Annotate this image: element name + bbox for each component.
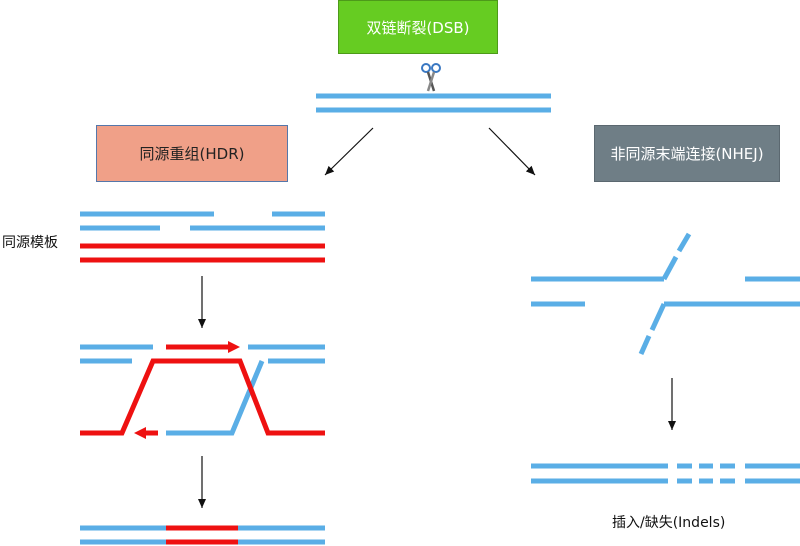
indels-label: 插入/缺失(Indels) bbox=[612, 515, 726, 531]
nhej-box: 非同源末端连接(NHEJ) bbox=[594, 125, 780, 182]
scissors-icon bbox=[421, 63, 441, 92]
hdr-invasion-red bbox=[80, 344, 325, 436]
hdr-box: 同源重组(HDR) bbox=[96, 125, 288, 182]
synthesis-arrowhead-right bbox=[228, 341, 240, 353]
hdr-repaired-duplex bbox=[80, 525, 325, 545]
dsb-label: 双链断裂(DSB) bbox=[366, 18, 470, 37]
nhej-broken-ends bbox=[531, 232, 800, 356]
nhej-label: 非同源末端连接(NHEJ) bbox=[610, 145, 764, 163]
dsb-box: 双链断裂(DSB) bbox=[338, 0, 498, 54]
homologous-template bbox=[80, 243, 325, 263]
broken-dna-duplex bbox=[316, 93, 551, 113]
template-label: 同源模板 bbox=[2, 235, 58, 251]
arrow-to-nhej bbox=[488, 127, 536, 176]
arrow-to-hdr bbox=[324, 127, 374, 176]
hdr-invasion-blue bbox=[80, 344, 325, 436]
hdr-resected-strands bbox=[80, 211, 325, 231]
hdr-label: 同源重组(HDR) bbox=[139, 145, 245, 163]
nhej-joined-duplex bbox=[531, 463, 800, 484]
synthesis-arrowhead-left bbox=[134, 427, 146, 439]
